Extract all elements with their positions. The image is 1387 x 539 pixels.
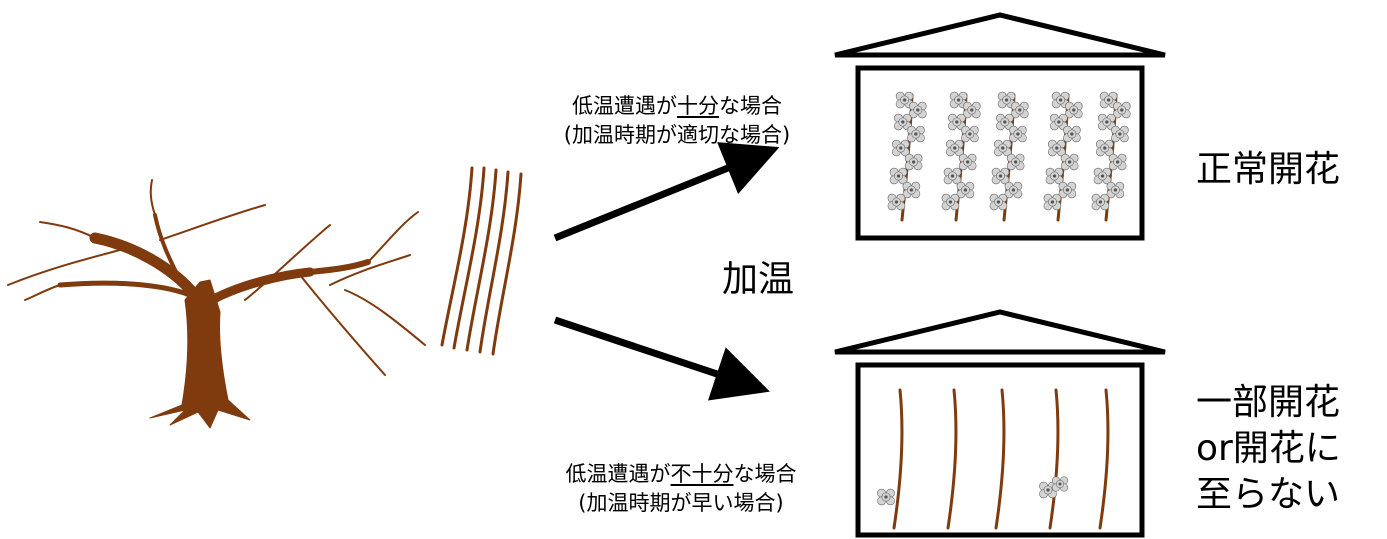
blossom-icon <box>1045 167 1064 185</box>
condition-upper-label: 低温遭遇が十分な場合 (加温時期が適切な場合) <box>512 92 842 150</box>
blossom-icon <box>962 101 981 119</box>
flowering-branches <box>887 91 1131 222</box>
condition-upper-line1: 低温遭遇が十分な場合 <box>512 92 842 121</box>
blossom-icon <box>889 167 908 185</box>
blossom-icon <box>991 167 1010 185</box>
blossom-icon <box>1106 181 1125 199</box>
tree-icon <box>7 179 426 429</box>
blossom-icon <box>1099 91 1118 109</box>
blossom-icon <box>1093 167 1112 185</box>
flowering-stem <box>887 91 927 222</box>
blossom-icon <box>1058 181 1077 199</box>
blossom-icon <box>877 488 895 506</box>
blossom-icon <box>887 193 906 211</box>
blossom-icon <box>1047 139 1066 157</box>
blossom-icon <box>904 153 923 171</box>
condition-lower-suffix: な場合 <box>733 462 797 486</box>
arrow-to-lower <box>553 316 770 401</box>
roof-lower <box>834 309 1166 355</box>
blossom-icon <box>1004 181 1023 199</box>
result-lower-line3: 至らない <box>1196 474 1341 515</box>
condition-lower-emphasis: 不十分 <box>670 462 734 486</box>
flowering-stem <box>989 91 1029 222</box>
result-lower-line1: 一部開花 <box>1196 382 1341 423</box>
blossom-icon <box>993 139 1012 157</box>
arrow-to-upper <box>553 142 780 242</box>
house-body-lower <box>855 362 1145 538</box>
blossom-icon <box>1112 101 1131 119</box>
blossom-icon <box>989 193 1008 211</box>
result-upper-label: 正常開花 <box>1196 149 1341 190</box>
condition-upper-suffix: な場合 <box>719 94 782 118</box>
blossom-icon <box>945 139 964 157</box>
blossom-icon <box>1060 153 1079 171</box>
condition-lower-label: 低温遭遇が不十分な場合 (加温時期が早い場合) <box>516 460 846 518</box>
flowering-stem <box>941 91 981 222</box>
condition-lower-line1: 低温遭遇が不十分な場合 <box>516 460 846 489</box>
condition-upper-prefix: 低温遭遇が <box>572 94 677 118</box>
blossom-icon <box>1108 153 1127 171</box>
condition-upper-line2: (加温時期が適切な場合) <box>563 123 791 147</box>
flowering-stem <box>1043 91 1083 222</box>
blossom-icon <box>1043 193 1062 211</box>
bare-stem <box>1098 388 1110 530</box>
blossom-icon <box>997 91 1016 109</box>
roof-upper <box>834 12 1166 58</box>
blossom-icon <box>907 125 925 143</box>
blossom-icon <box>996 113 1014 131</box>
blossom-icon <box>941 193 960 211</box>
blossom-icon <box>1051 476 1069 492</box>
condition-upper-emphasis: 十分 <box>677 94 719 118</box>
blossom-icon <box>961 125 979 143</box>
blossom-icon <box>943 167 962 185</box>
bare-stem <box>994 388 1006 530</box>
blossom-icon <box>1091 193 1110 211</box>
blossom-icon <box>956 181 975 199</box>
blossom-icon <box>1095 139 1114 157</box>
condition-lower-line2: (加温時期が早い場合) <box>578 491 784 515</box>
blossom-icon <box>1006 153 1025 171</box>
blossom-icon <box>1064 101 1083 119</box>
heating-label: 加温 <box>722 259 795 300</box>
blossom-icon <box>1063 125 1081 143</box>
result-lower-label: 一部開花 or開花に 至らない <box>1196 380 1341 518</box>
condition-lower-prefix: 低温遭遇が <box>565 462 671 486</box>
bare-stem <box>1039 388 1069 530</box>
greenhouse-upper <box>834 12 1166 241</box>
blossom-icon <box>1050 113 1068 131</box>
bare-stem <box>946 388 958 530</box>
blossom-icon <box>908 101 927 119</box>
blossom-icon <box>1009 125 1027 143</box>
house-body-upper <box>855 65 1145 241</box>
bare-branches <box>877 388 1110 530</box>
result-lower-line2: or開花に <box>1196 428 1341 469</box>
greenhouse-lower <box>834 309 1166 538</box>
blossom-icon <box>958 153 977 171</box>
blossom-icon <box>902 181 921 199</box>
blossom-icon <box>891 139 910 157</box>
bare-stem <box>877 388 904 530</box>
cut-branches-icon <box>440 166 523 356</box>
flowering-stem <box>1091 91 1131 222</box>
blossom-icon <box>949 91 968 109</box>
blossom-icon <box>1111 125 1129 143</box>
blossom-icon <box>895 91 914 109</box>
blossom-icon <box>1010 101 1029 119</box>
